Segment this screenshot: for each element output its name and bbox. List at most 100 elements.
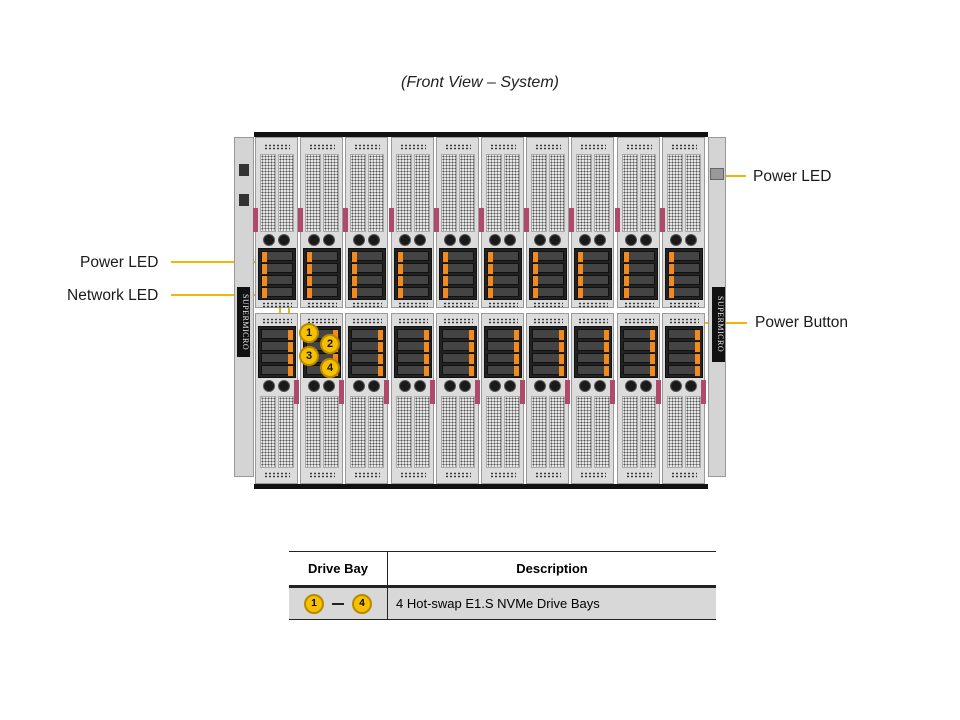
e1s-drive[interactable] (487, 341, 519, 352)
release-handle[interactable] (565, 380, 571, 404)
release-handle[interactable] (474, 380, 480, 404)
e1s-drive[interactable] (532, 341, 565, 352)
e1s-drive[interactable] (532, 353, 565, 364)
e1s-drive[interactable] (622, 365, 655, 376)
e1s-drive[interactable] (622, 251, 655, 262)
e1s-drive[interactable] (441, 263, 474, 274)
e1s-drive[interactable] (622, 353, 655, 364)
release-handle[interactable] (524, 208, 530, 232)
e1s-drive[interactable] (667, 263, 700, 274)
e1s-drive[interactable] (351, 341, 384, 352)
e1s-drive[interactable] (622, 275, 655, 286)
e1s-drive[interactable] (306, 275, 339, 286)
e1s-drive[interactable] (396, 263, 429, 274)
e1s-drive[interactable] (577, 365, 610, 376)
e1s-drive[interactable] (577, 263, 610, 274)
release-handle[interactable] (294, 380, 299, 404)
release-handle[interactable] (388, 208, 394, 232)
e1s-drive[interactable] (532, 275, 565, 286)
e1s-drive[interactable] (396, 251, 429, 262)
e1s-drive[interactable] (351, 263, 384, 274)
e1s-drive[interactable] (351, 275, 384, 286)
e1s-drive[interactable] (306, 263, 339, 274)
e1s-drive[interactable] (532, 251, 565, 262)
e1s-drive[interactable] (667, 341, 700, 352)
e1s-drive[interactable] (396, 287, 429, 298)
e1s-drive[interactable] (577, 341, 610, 352)
e1s-drive[interactable] (261, 365, 293, 376)
e1s-drive[interactable] (351, 287, 384, 298)
e1s-drive[interactable] (261, 263, 293, 274)
e1s-drive[interactable] (261, 287, 293, 298)
release-handle[interactable] (298, 208, 304, 232)
e1s-drive[interactable] (487, 263, 519, 274)
e1s-drive[interactable] (261, 251, 293, 262)
e1s-drive[interactable] (306, 251, 339, 262)
e1s-drive[interactable] (622, 329, 655, 340)
release-handle[interactable] (253, 208, 258, 232)
release-handle[interactable] (610, 380, 616, 404)
e1s-drive[interactable] (261, 353, 293, 364)
e1s-drive[interactable] (667, 287, 700, 298)
e1s-drive[interactable] (441, 353, 474, 364)
release-handle[interactable] (429, 380, 435, 404)
e1s-drive[interactable] (441, 365, 474, 376)
e1s-drive[interactable] (441, 341, 474, 352)
e1s-drive[interactable] (667, 353, 700, 364)
release-handle[interactable] (655, 380, 661, 404)
vent-grille (395, 154, 412, 232)
e1s-drive[interactable] (351, 353, 384, 364)
release-handle[interactable] (520, 380, 525, 404)
e1s-drive[interactable] (622, 341, 655, 352)
e1s-drive[interactable] (622, 287, 655, 298)
e1s-drive[interactable] (396, 329, 429, 340)
release-handle[interactable] (384, 380, 390, 404)
e1s-drive[interactable] (441, 251, 474, 262)
release-handle[interactable] (700, 380, 706, 404)
release-handle[interactable] (569, 208, 575, 232)
usb-port-icon (323, 234, 336, 246)
e1s-drive[interactable] (351, 365, 384, 376)
e1s-drive[interactable] (306, 287, 339, 298)
e1s-drive[interactable] (667, 275, 700, 286)
release-handle[interactable] (614, 208, 620, 232)
e1s-drive[interactable] (577, 353, 610, 364)
e1s-drive[interactable] (441, 275, 474, 286)
e1s-drive[interactable] (487, 275, 519, 286)
release-handle[interactable] (343, 208, 349, 232)
e1s-drive[interactable] (532, 263, 565, 274)
e1s-drive[interactable] (577, 275, 610, 286)
e1s-drive[interactable] (261, 329, 293, 340)
release-handle[interactable] (479, 208, 484, 232)
e1s-drive[interactable] (261, 275, 293, 286)
e1s-drive[interactable] (396, 365, 429, 376)
release-handle[interactable] (433, 208, 439, 232)
e1s-drive[interactable] (441, 329, 474, 340)
e1s-drive[interactable] (532, 329, 565, 340)
e1s-drive[interactable] (532, 365, 565, 376)
e1s-drive[interactable] (577, 329, 610, 340)
e1s-drive[interactable] (261, 341, 293, 352)
e1s-drive[interactable] (532, 287, 565, 298)
legend-badge-to: 4 (352, 593, 372, 614)
e1s-drive[interactable] (396, 353, 429, 364)
release-handle[interactable] (339, 380, 345, 404)
e1s-drive[interactable] (396, 275, 429, 286)
e1s-drive[interactable] (487, 329, 519, 340)
e1s-drive[interactable] (577, 287, 610, 298)
e1s-drive[interactable] (577, 251, 610, 262)
e1s-drive[interactable] (351, 251, 384, 262)
e1s-drive[interactable] (622, 263, 655, 274)
e1s-drive[interactable] (396, 341, 429, 352)
e1s-drive[interactable] (441, 287, 474, 298)
e1s-drive[interactable] (667, 251, 700, 262)
e1s-drive[interactable] (667, 365, 700, 376)
e1s-drive[interactable] (487, 287, 519, 298)
e1s-drive[interactable] (487, 365, 519, 376)
e1s-drive[interactable] (487, 353, 519, 364)
e1s-drive[interactable] (667, 329, 700, 340)
e1s-drive[interactable] (351, 329, 384, 340)
release-handle[interactable] (659, 208, 665, 232)
e1s-drive[interactable] (487, 251, 519, 262)
bottom-vent (625, 472, 652, 478)
